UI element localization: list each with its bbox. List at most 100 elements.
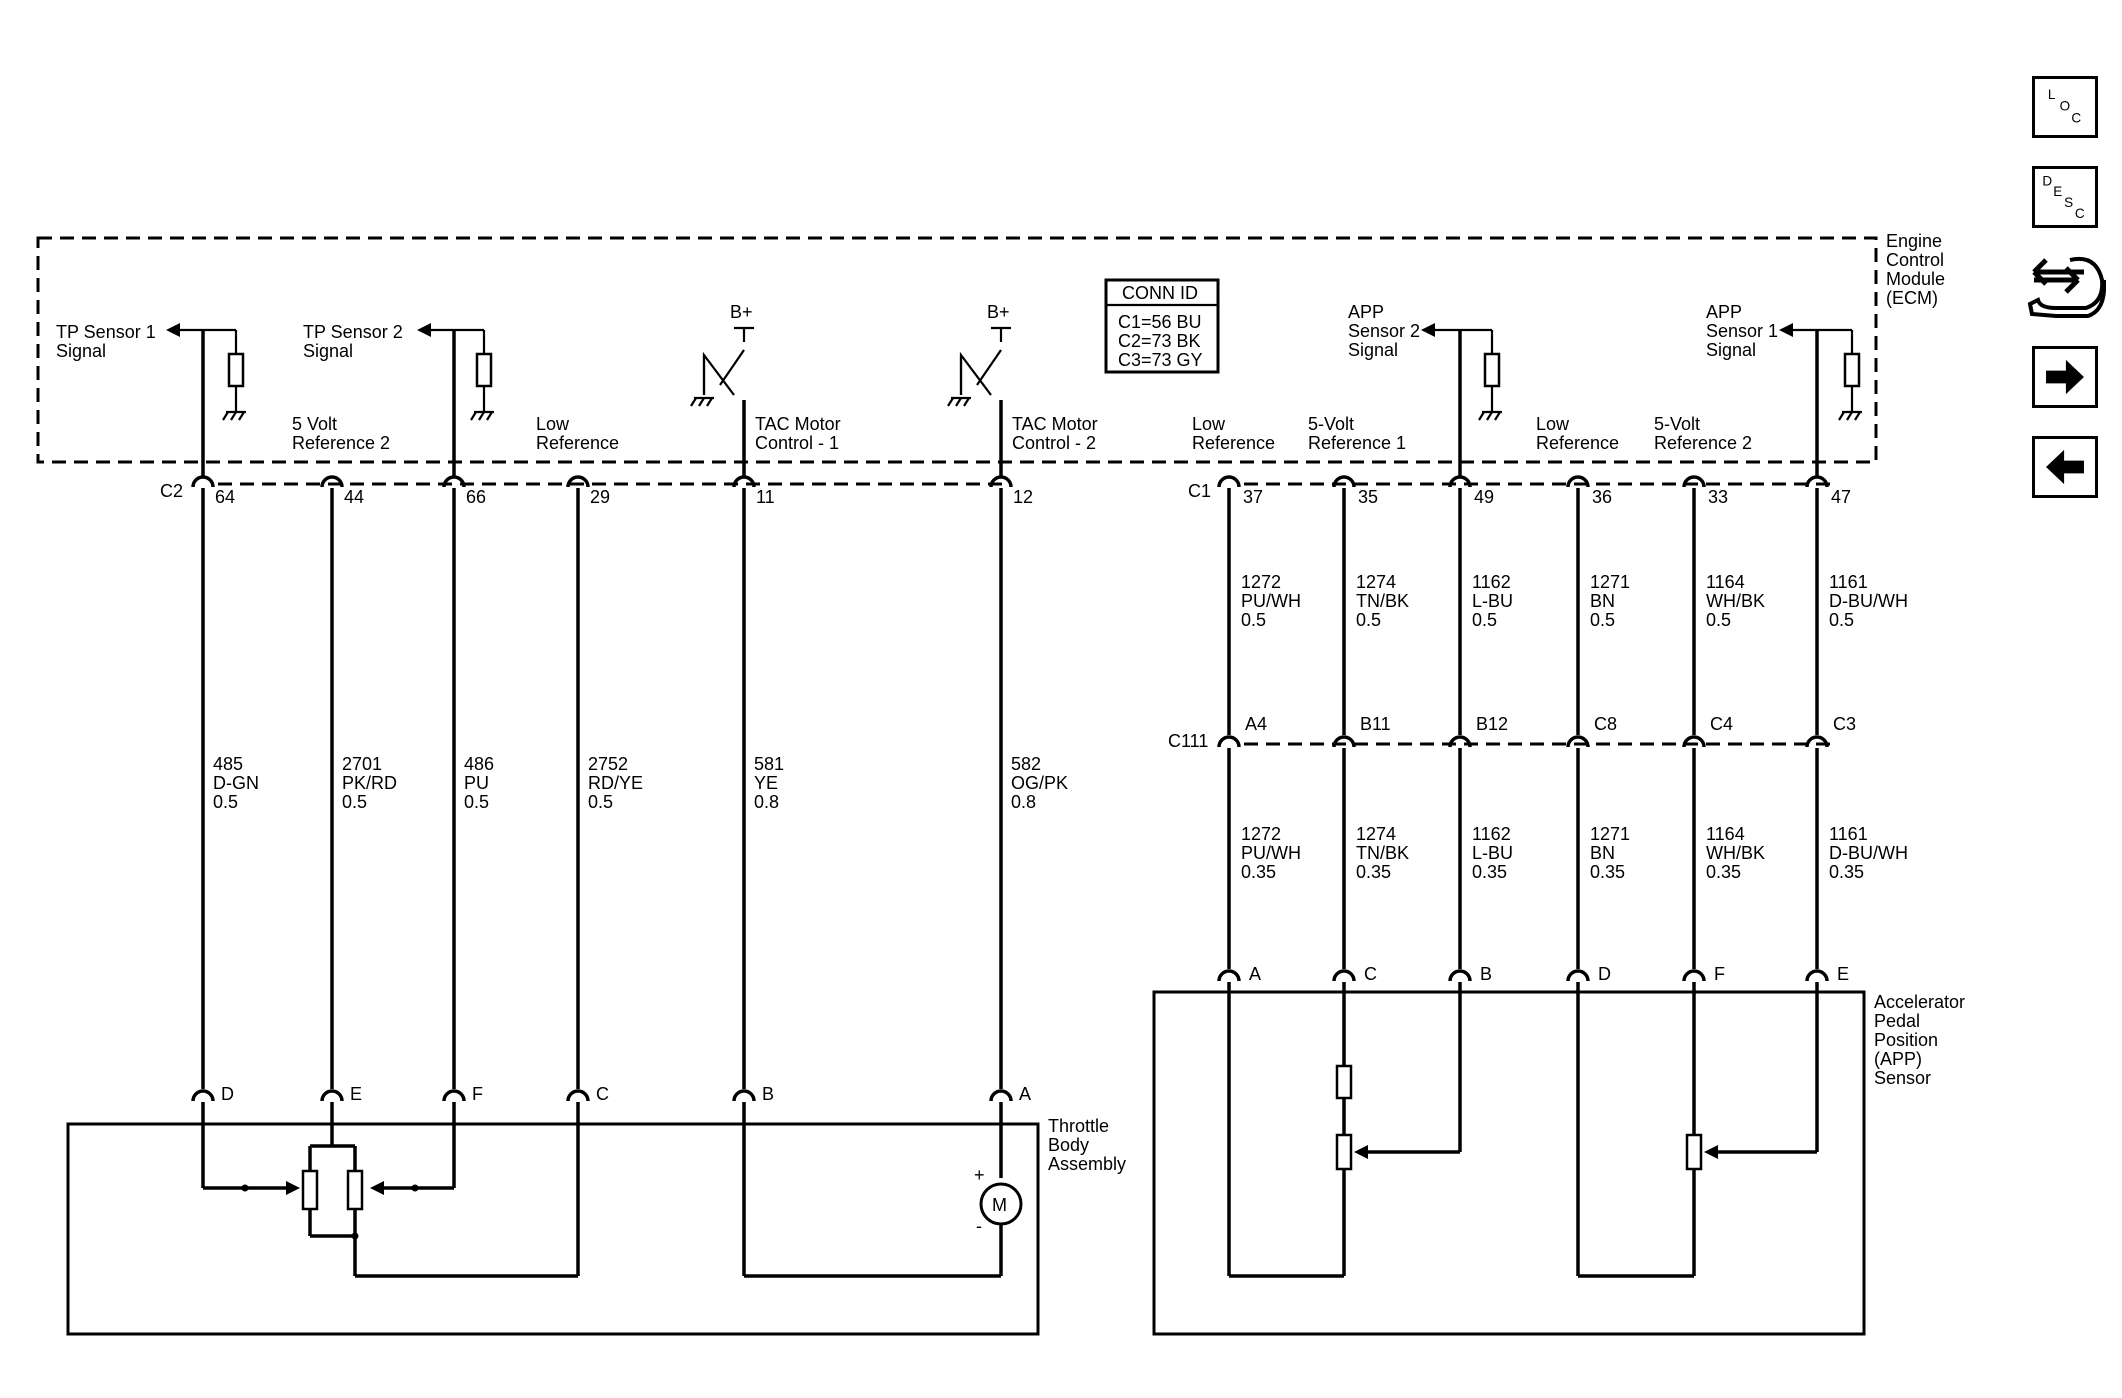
left-size-5: 0.8 bbox=[754, 792, 779, 812]
left-circuit-3: 486 bbox=[464, 754, 494, 774]
tp2-arrow bbox=[417, 323, 431, 337]
tac1-label-line-1: TAC Motor bbox=[755, 414, 841, 434]
c1-label: C1 bbox=[1188, 481, 1211, 501]
app2-label-line-3: Signal bbox=[1348, 340, 1398, 360]
right-lower-6-1: 1161 bbox=[1829, 824, 1868, 844]
lowref-a-label-line-2: Reference bbox=[1192, 433, 1275, 453]
tb-pin-label-5: B bbox=[762, 1084, 774, 1104]
app2-ground-hatch-3 bbox=[1494, 411, 1501, 421]
right-lower-2-3: 0.35 bbox=[1356, 862, 1391, 882]
desc-letter-1: D bbox=[2042, 173, 2052, 188]
loc-button[interactable]: L O C bbox=[2032, 76, 2098, 138]
right-lower-1-1: 1272 bbox=[1241, 824, 1281, 844]
right-upper-2-3: 0.5 bbox=[1356, 610, 1381, 630]
desc-button[interactable]: D E S C bbox=[2032, 166, 2098, 228]
ecm-c1-pin-label-2: 35 bbox=[1358, 487, 1378, 507]
tac2-label-line-2: Control - 2 bbox=[1012, 433, 1096, 453]
right-upper-5-2: WH/BK bbox=[1706, 591, 1765, 611]
tac2-switch-ground-hatch-2 bbox=[955, 397, 962, 407]
left-size-3: 0.5 bbox=[464, 792, 489, 812]
right-lower-5-2: WH/BK bbox=[1706, 843, 1765, 863]
left-circuit-2: 2701 bbox=[342, 754, 382, 774]
arrow-left-icon bbox=[2046, 449, 2084, 485]
app1-ground-hatch-3 bbox=[1854, 411, 1861, 421]
lowref-left-label-line-1: Low bbox=[536, 414, 570, 434]
right-upper-6-2: D-BU/WH bbox=[1829, 591, 1908, 611]
tb-pin-label-4: C bbox=[596, 1084, 609, 1104]
left-circuit-6: 582 bbox=[1011, 754, 1041, 774]
c111-label: C111 bbox=[1168, 731, 1208, 751]
app2-ground-hatch-2 bbox=[1486, 411, 1493, 421]
lowref-a-label-line-1: Low bbox=[1192, 414, 1226, 434]
tb-pin-label-6: A bbox=[1019, 1084, 1031, 1104]
ecm-title-line-1: Engine bbox=[1886, 231, 1942, 251]
throttle-body-title-line-3: Assembly bbox=[1048, 1154, 1126, 1174]
ecm-pin-label-1: 64 bbox=[215, 487, 235, 507]
right-upper-5-3: 0.5 bbox=[1706, 610, 1731, 630]
tp1-label-line-2: Signal bbox=[56, 341, 106, 361]
desc-letter-3: S bbox=[2064, 195, 2073, 210]
ref5-2-label-line-2: Reference 2 bbox=[292, 433, 390, 453]
tac2-switch-low-side bbox=[959, 351, 992, 396]
app-pin-5 bbox=[1682, 969, 1706, 982]
right-lower-2-2: TN/BK bbox=[1356, 843, 1409, 863]
tb-pin-2 bbox=[320, 1089, 344, 1102]
app-s1-wiper bbox=[1704, 1145, 1718, 1159]
tac-motor-minus: - bbox=[976, 1216, 982, 1236]
right-upper-1-1: 1272 bbox=[1241, 572, 1281, 592]
app1-ground-hatch-2 bbox=[1846, 411, 1853, 421]
next-button[interactable] bbox=[2032, 346, 2098, 408]
tb-pot1-wiper bbox=[286, 1181, 300, 1195]
tac2-label-line-1: TAC Motor bbox=[1012, 414, 1098, 434]
app2-label-line-1: APP bbox=[1348, 302, 1384, 322]
right-upper-3-1: 1162 bbox=[1472, 572, 1511, 592]
app-sensor-title-line-1: Accelerator bbox=[1874, 992, 1965, 1012]
app-pin-label-3: B bbox=[1480, 964, 1492, 984]
ecm-pin-label-2: 44 bbox=[344, 487, 364, 507]
app1-label-line-3: Signal bbox=[1706, 340, 1756, 360]
c2-label: C2 bbox=[160, 481, 183, 501]
right-upper-3-2: L-BU bbox=[1472, 591, 1513, 611]
right-lower-3-3: 0.35 bbox=[1472, 862, 1507, 882]
arrow-right-icon bbox=[2046, 359, 2084, 395]
connector-view-button[interactable] bbox=[2026, 250, 2107, 326]
right-lower-1-2: PU/WH bbox=[1241, 843, 1301, 863]
lowref-left-label-line-2: Reference bbox=[536, 433, 619, 453]
right-upper-4-2: BN bbox=[1590, 591, 1615, 611]
ecm-pin-label-4: 29 bbox=[590, 487, 610, 507]
ecm-c1-pin-label-4: 36 bbox=[1592, 487, 1612, 507]
ecm-c1-pin-label-1: 37 bbox=[1243, 487, 1263, 507]
ecm-title-line-3: Module bbox=[1886, 269, 1945, 289]
left-circuit-4: 2752 bbox=[588, 754, 628, 774]
tb-f-dot bbox=[411, 1184, 419, 1192]
app-pin-6 bbox=[1805, 969, 1829, 982]
tp1-ground-hatch-1 bbox=[222, 411, 229, 421]
ecm-pin-1 bbox=[191, 475, 215, 488]
desc-letter-4: C bbox=[2075, 206, 2085, 221]
right-lower-6-3: 0.35 bbox=[1829, 862, 1864, 882]
right-lower-4-3: 0.35 bbox=[1590, 862, 1625, 882]
tp2-pullup-resistor bbox=[475, 352, 493, 388]
right-lower-3-1: 1162 bbox=[1472, 824, 1511, 844]
app-pin-label-1: A bbox=[1249, 964, 1261, 984]
app-s2-wiper bbox=[1354, 1145, 1368, 1159]
c111-pin-label-4: C8 bbox=[1594, 714, 1617, 734]
app1-arrow bbox=[1779, 323, 1793, 337]
app1-label-line-1: APP bbox=[1706, 302, 1742, 322]
previous-button[interactable] bbox=[2032, 436, 2098, 498]
left-size-4: 0.5 bbox=[588, 792, 613, 812]
conn-id-line-3: C3=73 GY bbox=[1118, 350, 1203, 370]
app-pin-label-4: D bbox=[1598, 964, 1611, 984]
ecm-pin-4 bbox=[566, 475, 590, 488]
tb-pin-label-3: F bbox=[472, 1084, 483, 1104]
tb-pin-5 bbox=[732, 1089, 756, 1102]
app-pin-label-2: C bbox=[1364, 964, 1377, 984]
right-upper-3-3: 0.5 bbox=[1472, 610, 1497, 630]
c111-pin-label-6: C3 bbox=[1833, 714, 1856, 734]
throttle-body-title-line-2: Body bbox=[1048, 1135, 1089, 1155]
left-circuit-5: 581 bbox=[754, 754, 784, 774]
tp1-pullup-resistor bbox=[227, 352, 245, 388]
loc-letter-3: C bbox=[2071, 110, 2081, 125]
conn-id-box bbox=[1104, 278, 1220, 374]
app2-pullup-resistor bbox=[1483, 352, 1501, 388]
